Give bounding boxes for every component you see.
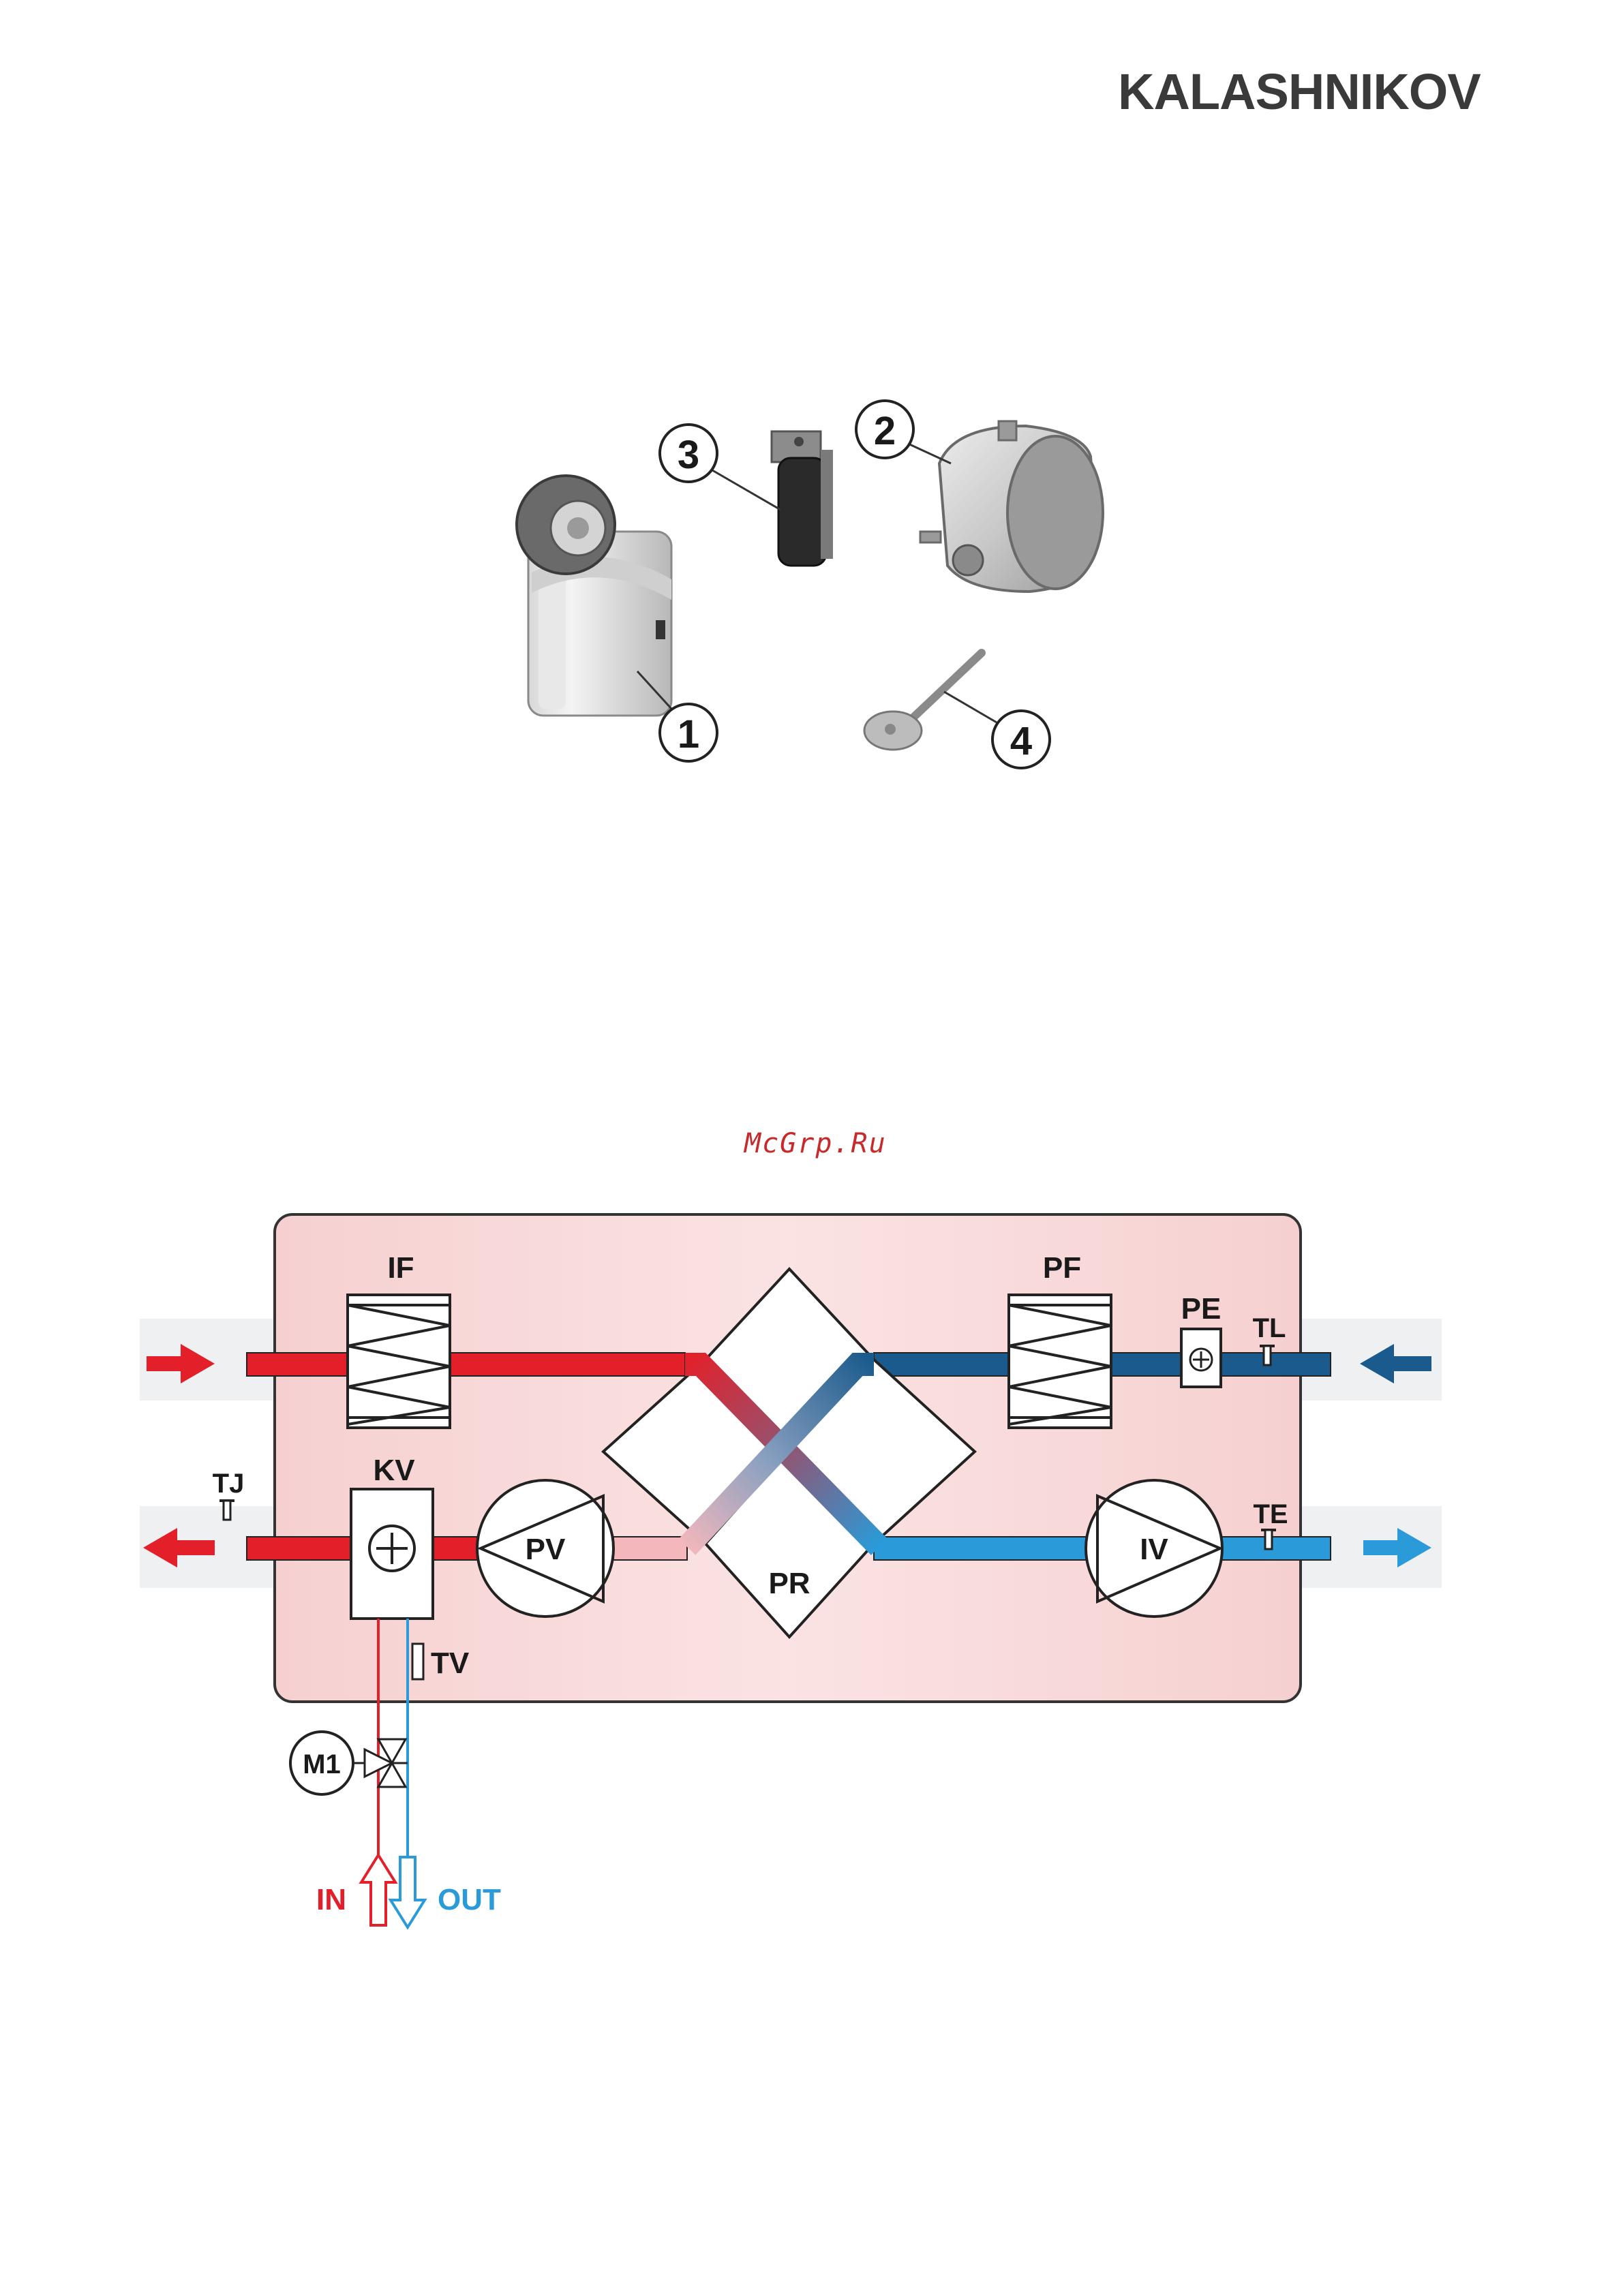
callout-1-label: 1 bbox=[678, 712, 699, 756]
component-motor bbox=[920, 421, 1103, 592]
water-out-label: OUT bbox=[438, 1883, 501, 1916]
intake-filter-label: IF bbox=[387, 1251, 414, 1285]
supply-fan-label: PV bbox=[526, 1533, 566, 1566]
sensor-tl-label: TL bbox=[1253, 1313, 1286, 1343]
water-in-label: IN bbox=[316, 1883, 346, 1916]
callout-4: 4 bbox=[944, 692, 1050, 768]
sensor-tv: TV bbox=[412, 1644, 470, 1680]
component-shaft bbox=[864, 653, 982, 750]
component-sensor bbox=[772, 431, 833, 566]
preheater: PE bbox=[1181, 1292, 1222, 1387]
callout-3: 3 bbox=[660, 425, 780, 510]
callout-4-label: 4 bbox=[1010, 719, 1032, 763]
callout-2: 2 bbox=[856, 401, 951, 463]
component-actuator bbox=[517, 476, 671, 716]
callout-3-label: 3 bbox=[678, 433, 699, 477]
water-in-arrow: IN bbox=[316, 1855, 395, 1925]
sensor-te-label: TE bbox=[1253, 1499, 1288, 1529]
sensor-tv-label: TV bbox=[431, 1647, 470, 1680]
preheater-label: PE bbox=[1181, 1292, 1222, 1326]
supply-fan: PV bbox=[477, 1480, 613, 1617]
valve-motor-label: M1 bbox=[303, 1749, 341, 1779]
exhaust-filter-label: PF bbox=[1043, 1251, 1081, 1285]
exhaust-fan-label: IV bbox=[1140, 1533, 1168, 1566]
sensor-tj-label: TJ bbox=[213, 1469, 245, 1499]
watermark: McGrp.Ru bbox=[744, 1128, 887, 1159]
exhaust-fan: IV bbox=[1086, 1480, 1222, 1617]
callout-2-label: 2 bbox=[874, 409, 896, 453]
valve-motor: M1 bbox=[290, 1732, 406, 1794]
recuperator-label: PR bbox=[768, 1567, 810, 1600]
water-out-arrow: OUT bbox=[391, 1857, 501, 1927]
water-coil-label: KV bbox=[373, 1454, 415, 1487]
